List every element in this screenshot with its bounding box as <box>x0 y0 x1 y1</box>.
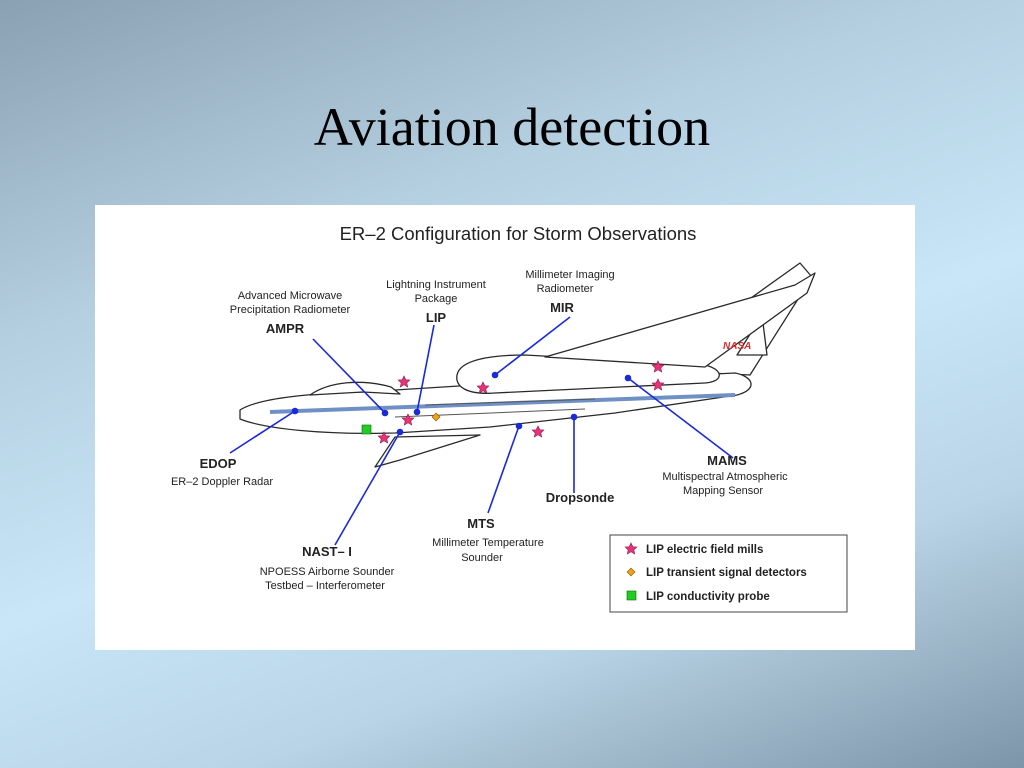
label-edop: EDOP ER–2 Doppler Radar <box>171 456 273 488</box>
leader-lines <box>229 316 734 546</box>
er2-configuration-diagram: ER–2 Configuration for Storm Observation… <box>171 223 848 613</box>
transient-detector-marker <box>431 412 441 422</box>
svg-text:LIP: LIP <box>426 310 447 325</box>
svg-text:MTS: MTS <box>467 516 495 531</box>
leader-mir <box>494 316 571 376</box>
instrument-points <box>291 371 632 436</box>
label-nast-i: NAST– I NPOESS Airborne Sounder Testbed … <box>260 544 395 592</box>
svg-text:Multispectral Atmospheric: Multispectral Atmospheric <box>662 471 788 483</box>
legend-item-field-mills: LIP electric field mills <box>646 544 763 556</box>
label-dropsonde: Dropsonde <box>546 490 615 505</box>
svg-text:ER–2 Doppler Radar: ER–2 Doppler Radar <box>171 476 273 488</box>
diagram-panel: ER–2 Configuration for Storm Observation… <box>95 205 915 650</box>
label-ampr: Advanced Microwave Precipitation Radiome… <box>230 290 351 336</box>
svg-text:Mapping Sensor: Mapping Sensor <box>683 485 763 497</box>
left-wing <box>374 434 481 468</box>
panel-line <box>424 398 596 406</box>
leader-mams <box>627 377 734 459</box>
svg-text:Radiometer: Radiometer <box>537 283 594 295</box>
svg-text:AMPR: AMPR <box>266 321 305 336</box>
point-mir <box>491 371 499 379</box>
svg-text:EDOP: EDOP <box>200 456 237 471</box>
svg-text:Package: Package <box>415 293 458 305</box>
legend-box <box>609 534 848 613</box>
canopy <box>309 381 401 396</box>
label-mts: MTS Millimeter Temperature Sounder <box>432 516 544 564</box>
svg-text:Sounder: Sounder <box>461 552 503 564</box>
legend: LIP electric field mills LIP transient s… <box>609 534 848 613</box>
legend-item-conductivity-probe: LIP conductivity probe <box>646 591 770 603</box>
diagram-title: ER–2 Configuration for Storm Observation… <box>340 223 697 244</box>
svg-text:MAMS: MAMS <box>707 453 747 468</box>
field-mill-marker <box>531 425 545 438</box>
point-nast <box>396 428 404 436</box>
fuselage-stripe <box>269 393 736 414</box>
svg-text:Millimeter Temperature: Millimeter Temperature <box>432 537 544 549</box>
slide-title: Aviation detection <box>313 97 711 157</box>
leader-lip <box>416 324 435 413</box>
belly-line <box>394 408 586 418</box>
nasa-marking: NASA <box>723 341 751 352</box>
legend-diamond-icon <box>626 567 636 577</box>
svg-text:Millimeter Imaging: Millimeter Imaging <box>525 269 614 281</box>
svg-text:NPOESS Airborne Sounder: NPOESS Airborne Sounder <box>260 566 395 578</box>
svg-text:Lightning Instrument: Lightning Instrument <box>386 279 486 291</box>
svg-text:Dropsonde: Dropsonde <box>546 490 615 505</box>
label-mams: MAMS Multispectral Atmospheric Mapping S… <box>662 453 788 497</box>
field-mill-marker <box>397 375 411 388</box>
point-ampr <box>381 409 389 417</box>
svg-text:Advanced Microwave: Advanced Microwave <box>238 290 343 302</box>
point-edop <box>291 407 299 415</box>
point-dropsonde <box>570 413 578 421</box>
leader-edop <box>229 410 296 454</box>
leader-nast <box>334 431 401 546</box>
legend-square-icon <box>626 590 637 601</box>
leader-ampr <box>312 338 386 414</box>
svg-text:Testbed – Interferometer: Testbed – Interferometer <box>265 580 385 592</box>
svg-text:Precipitation Radiometer: Precipitation Radiometer <box>230 304 351 316</box>
point-mams <box>624 374 632 382</box>
point-lip <box>413 408 421 416</box>
point-mts <box>515 422 523 430</box>
label-lip: Lightning Instrument Package LIP <box>386 279 486 325</box>
lip-sensors <box>361 360 665 444</box>
conductivity-probe-marker <box>361 424 372 435</box>
legend-item-transient-detectors: LIP transient signal detectors <box>646 567 807 579</box>
leader-mts <box>487 425 520 514</box>
label-mir: Millimeter Imaging Radiometer MIR <box>525 269 614 315</box>
svg-text:MIR: MIR <box>550 300 574 315</box>
right-wing <box>544 272 816 368</box>
svg-text:NAST– I: NAST– I <box>302 544 352 559</box>
